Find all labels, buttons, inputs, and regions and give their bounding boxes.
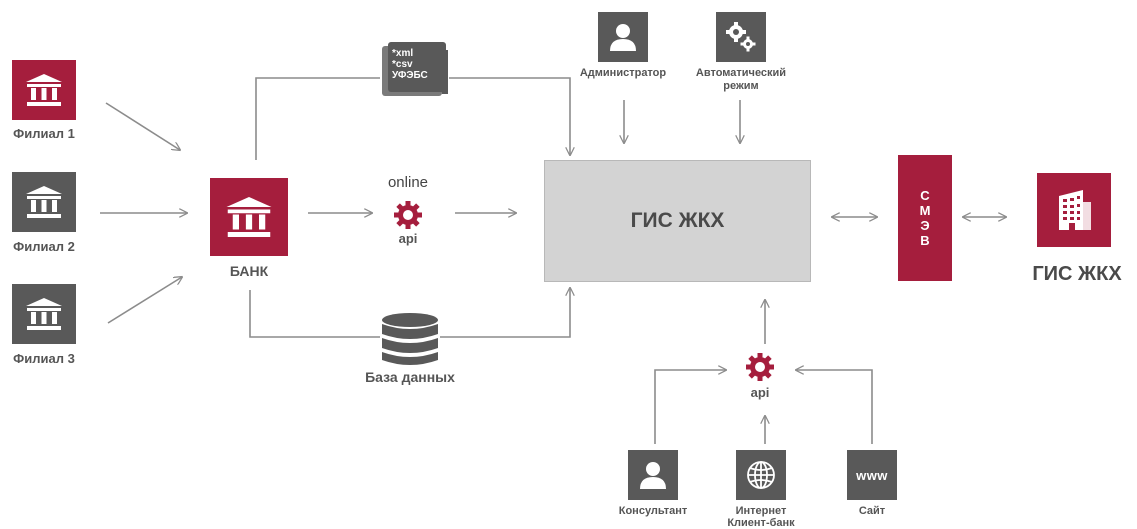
www-icon-text: www bbox=[856, 467, 888, 483]
arrow-branch3-bank bbox=[107, 277, 182, 324]
branch-3-icon bbox=[12, 284, 76, 344]
arrow-branch1-bank bbox=[105, 102, 180, 150]
auto-mode-label-2: режим bbox=[723, 80, 759, 92]
building-icon bbox=[1037, 173, 1111, 247]
path-bank-db bbox=[249, 290, 380, 338]
auto-mode-label-1: Автоматический bbox=[695, 67, 787, 79]
smev-letter-1: С bbox=[920, 188, 930, 203]
branch-2-icon bbox=[12, 172, 76, 232]
bank-label: БАНК bbox=[229, 263, 269, 279]
gis-center-label: ГИС ЖКХ bbox=[630, 209, 725, 232]
path-site-api bbox=[796, 370, 873, 444]
site-label: Сайт bbox=[858, 505, 886, 517]
format-xml: *xml bbox=[392, 48, 414, 59]
database-icon bbox=[380, 312, 440, 368]
branch-1-icon bbox=[12, 60, 76, 120]
internet-bank-label-1: Интернет bbox=[735, 505, 787, 517]
smev-letter-3: Э bbox=[920, 218, 930, 233]
gis-right-label: ГИС ЖКХ bbox=[1032, 263, 1122, 285]
file-exchange-icon: *xml *csv УФЭБС bbox=[380, 42, 450, 98]
database-label: База данных bbox=[365, 369, 455, 385]
smev-box: С М Э В bbox=[898, 155, 952, 281]
path-db-gis bbox=[440, 288, 570, 338]
path-files-gis bbox=[449, 77, 570, 155]
path-consultant-api bbox=[654, 370, 726, 444]
bottom-gear-icon bbox=[745, 352, 775, 382]
administrator-label: Администратор bbox=[579, 67, 667, 79]
consultant-icon bbox=[628, 450, 678, 500]
branch-3-label: Филиал 3 bbox=[13, 351, 75, 366]
format-csv: *csv bbox=[392, 59, 413, 70]
smev-letter-2: М bbox=[919, 203, 931, 218]
consultant-label: Консультант bbox=[618, 505, 688, 517]
branch-1-label: Филиал 1 bbox=[13, 126, 75, 141]
branch-2-label: Филиал 2 bbox=[13, 239, 75, 254]
online-label: online bbox=[387, 174, 429, 191]
globe-icon bbox=[736, 450, 786, 500]
bottom-api-label: api bbox=[750, 385, 770, 400]
gis-center-box: ГИС ЖКХ bbox=[544, 160, 811, 282]
gear-icon bbox=[393, 200, 423, 230]
path-bank-files bbox=[255, 77, 380, 160]
smev-letter-4: В bbox=[920, 233, 930, 248]
gears-icon bbox=[716, 12, 766, 62]
administrator-icon bbox=[598, 12, 648, 62]
internet-bank-label-2: Клиент-банк bbox=[727, 517, 795, 529]
online-api-label: api bbox=[398, 231, 418, 246]
format-ufebs: УФЭБС bbox=[392, 70, 428, 81]
www-icon: www bbox=[847, 450, 897, 500]
bank-icon bbox=[210, 178, 288, 256]
